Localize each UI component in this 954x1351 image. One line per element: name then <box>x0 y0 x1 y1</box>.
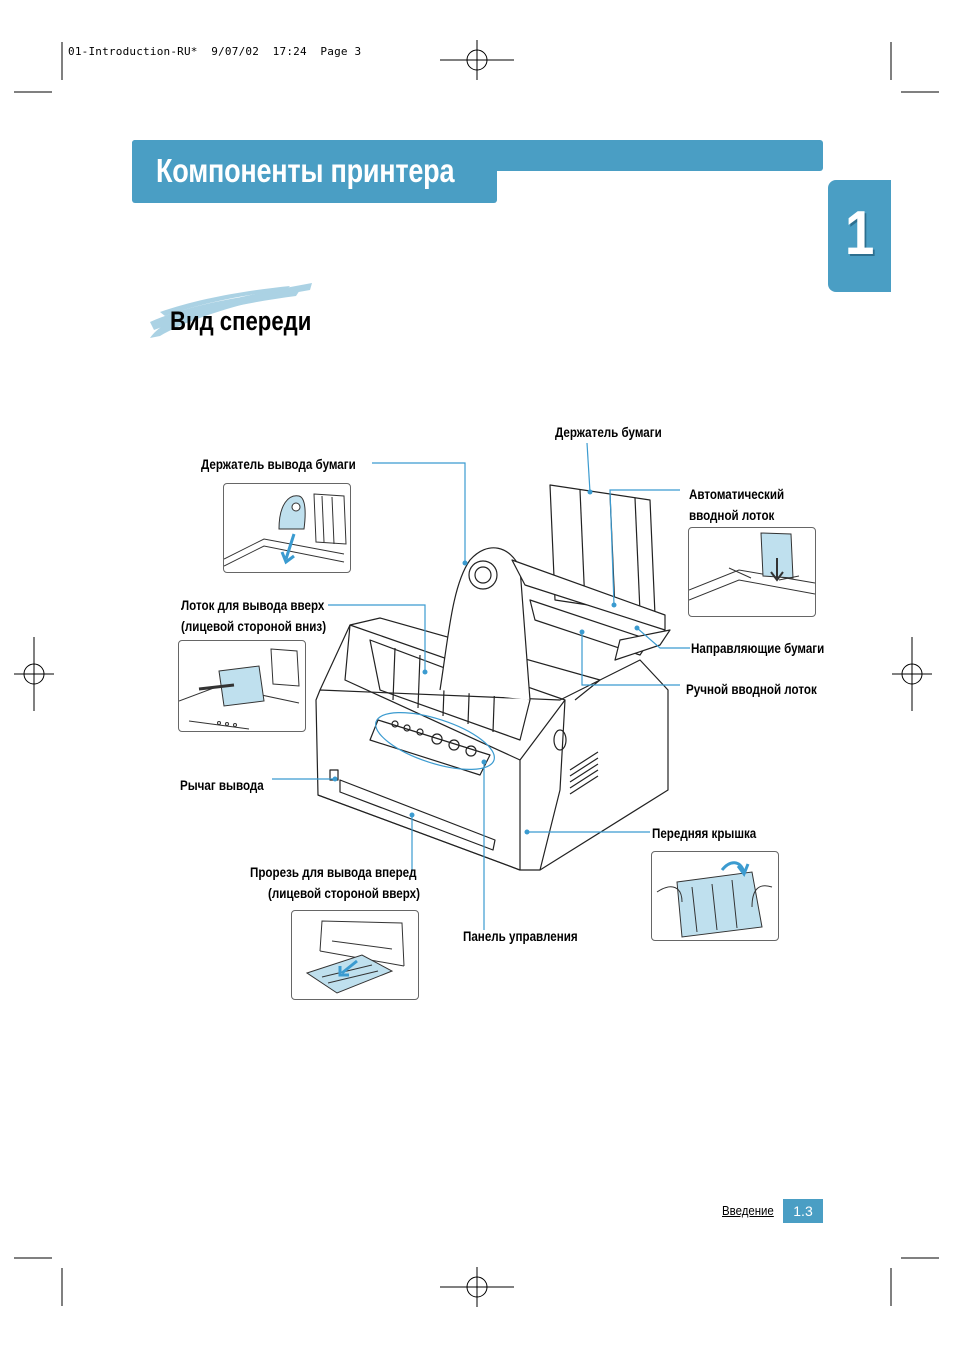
page-title: Компоненты принтера <box>156 152 455 189</box>
inset-output-holder <box>223 483 351 573</box>
label-front-cover: Передняя крышка <box>652 826 757 841</box>
chapter-tab <box>828 180 891 292</box>
page-number: 1.3 <box>783 1199 823 1223</box>
label-control-panel: Панель управления <box>463 929 578 944</box>
label-front-slot-line1: Прорезь для вывода вперед <box>250 865 417 880</box>
chapter-number: 1 <box>845 199 875 268</box>
inset-front-cover <box>651 851 779 941</box>
inset-auto-tray <box>688 527 816 617</box>
label-paper-guides: Направляющие бумаги <box>691 641 825 656</box>
label-auto-tray-line1: Автоматический <box>689 487 785 502</box>
label-output-holder: Держатель вывода бумаги <box>201 457 356 472</box>
label-exit-lever: Рычаг вывода <box>180 778 264 793</box>
label-top-output-line2: (лицевой стороной вниз) <box>181 619 327 634</box>
inset-top-output <box>178 640 306 732</box>
label-manual-tray: Ручной вводной лоток <box>686 682 817 697</box>
title-banner <box>132 140 497 203</box>
label-front-slot-line2: (лицевой стороной вверх) <box>268 886 420 901</box>
label-paper-holder: Держатель бумаги <box>555 425 662 440</box>
label-top-output-line1: Лоток для вывода вверх <box>181 598 325 613</box>
label-auto-tray-line2: вводной лоток <box>689 508 775 523</box>
print-slug: 01-Introduction-RU* 9/07/02 17:24 Page 3 <box>68 45 362 58</box>
inset-front-slot <box>291 910 419 1000</box>
section-subtitle: Вид спереди <box>170 306 312 336</box>
footer-section-name: Введение <box>722 1203 774 1218</box>
